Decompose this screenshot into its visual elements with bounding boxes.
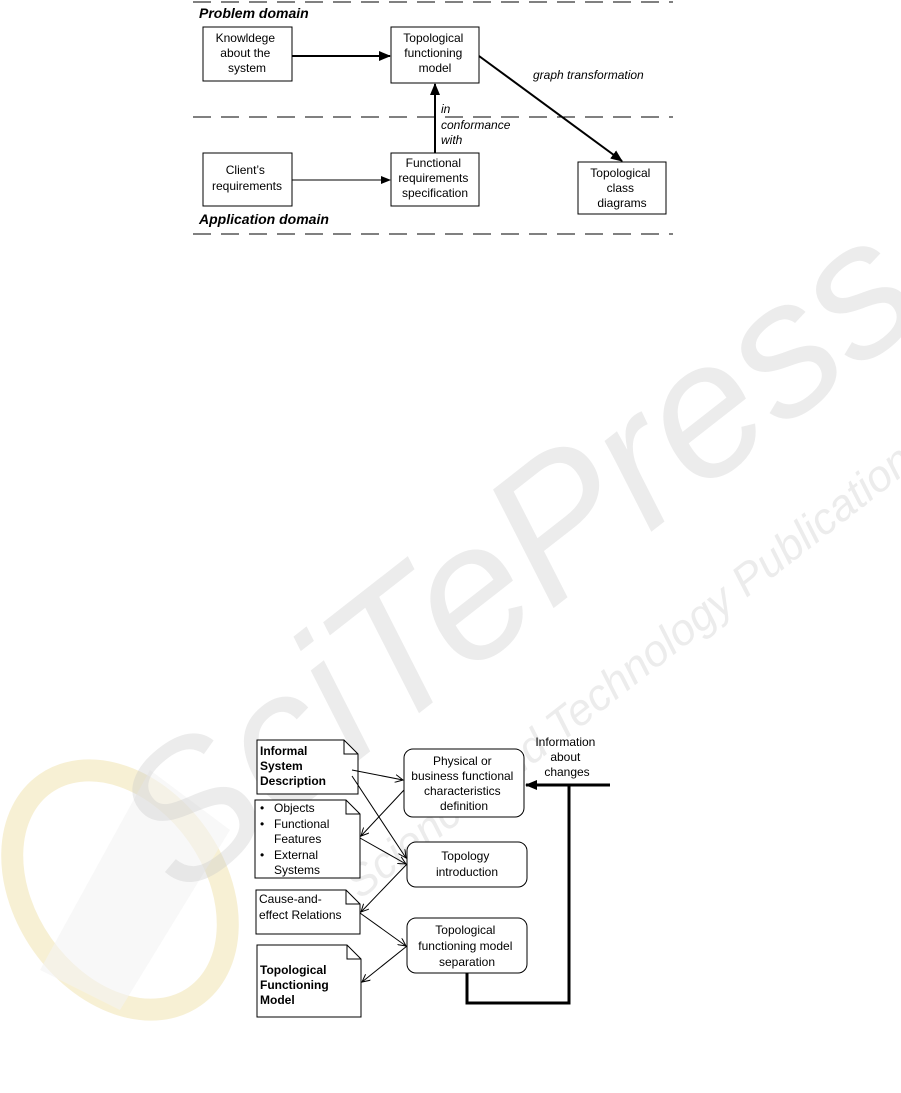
tfm-box bbox=[390, 26, 480, 84]
problem-domain-label: Problem domain bbox=[199, 5, 309, 21]
arrow-definition-to-features bbox=[361, 789, 405, 836]
doc-cause-effect bbox=[255, 889, 361, 935]
knowledge-box bbox=[202, 26, 293, 82]
clients-requirements-text: Client’s requirements bbox=[212, 163, 282, 193]
doc-features-text: • Objects • Functional Features • Extern… bbox=[260, 801, 333, 877]
doc-informal-fold bbox=[343, 740, 358, 755]
process-definition bbox=[403, 748, 525, 818]
process-definition-text: Physical or business functional characte… bbox=[411, 754, 516, 813]
knowledge-text: Knowldege about the system bbox=[216, 31, 279, 75]
arrow-tfm-to-class-diagrams bbox=[478, 55, 623, 162]
watermark-logo-shape bbox=[40, 770, 230, 1010]
figure-2: Informal System Description • Objects • … bbox=[254, 735, 610, 1018]
doc-informal-description bbox=[256, 739, 359, 795]
doc-tfm-text: Topological Functioning Model bbox=[260, 963, 332, 1007]
doc-tfm-fold bbox=[346, 945, 361, 960]
feedback-loop-line bbox=[465, 785, 571, 1005]
clients-requirements-box bbox=[202, 152, 293, 207]
arrow-cause-effect-to-separation bbox=[359, 912, 406, 946]
arrow-separation-to-tfm bbox=[362, 945, 408, 982]
graph-transformation-label: graph transformation bbox=[533, 68, 644, 82]
application-domain-label: Application domain bbox=[198, 211, 329, 227]
process-topology-text: Topology introduction bbox=[436, 849, 498, 879]
information-about-changes-label: Information about changes bbox=[535, 735, 598, 779]
frs-box bbox=[390, 152, 480, 207]
tfm-text: Topological functioning model bbox=[403, 31, 466, 75]
frs-text: Functional requirements specification bbox=[398, 156, 471, 200]
arrow-topology-to-cause-effect bbox=[361, 863, 408, 912]
arrow-features-to-topology bbox=[359, 837, 406, 864]
class-diagrams-box bbox=[577, 161, 667, 215]
arrow-informal-to-definition bbox=[351, 769, 403, 780]
doc-tfm bbox=[256, 944, 362, 1018]
doc-features bbox=[254, 799, 361, 879]
class-diagrams-text: Topological class diagrams bbox=[590, 166, 653, 210]
figure-1: Problem domain Application domain Knowld… bbox=[193, 1, 673, 235]
process-separation-text: Topological functioning model separation bbox=[418, 923, 515, 969]
doc-cause-effect-text: Cause-and- effect Relations bbox=[259, 892, 342, 922]
conformance-label: in conformance with bbox=[441, 102, 514, 147]
doc-cause-effect-fold bbox=[345, 890, 360, 905]
doc-features-fold bbox=[345, 800, 360, 815]
doc-informal-text: Informal System Description bbox=[260, 744, 326, 788]
